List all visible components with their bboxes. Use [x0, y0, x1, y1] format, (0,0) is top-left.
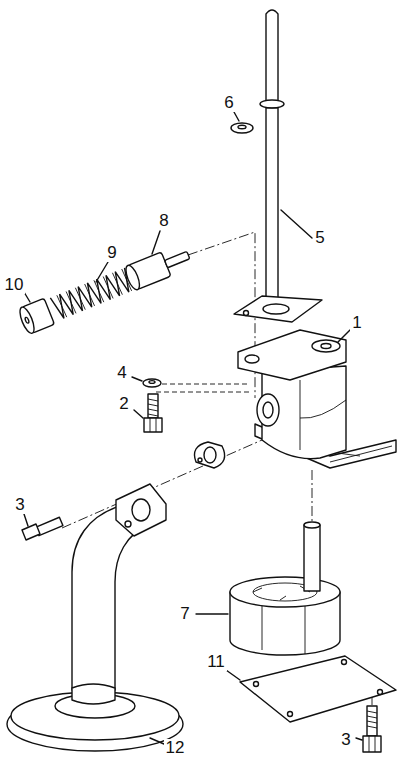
bolt: [363, 706, 381, 752]
callout-number: 2: [117, 395, 130, 414]
washer: [231, 123, 253, 133]
spring-coil: [103, 276, 113, 299]
bolt: [22, 517, 63, 540]
callout-number: 4: [115, 364, 128, 383]
leader-lines: [24, 112, 362, 744]
callout-number: 6: [222, 94, 235, 113]
rotor: [230, 522, 340, 655]
bolt-and-washer: [143, 379, 162, 432]
callout-number: 3: [13, 496, 26, 515]
spring-coil: [94, 280, 104, 303]
gasket: [234, 296, 322, 322]
pump-body: [238, 330, 396, 468]
spring-coil: [66, 291, 76, 314]
spring-coil: [57, 295, 67, 318]
pickup-gasket: [195, 442, 225, 468]
callout-number: 5: [313, 229, 326, 248]
oil-pickup: [7, 484, 183, 751]
spring-coil: [75, 287, 85, 310]
spring-coil: [85, 284, 95, 307]
callout-number: 11: [205, 653, 227, 672]
centre-lines: [62, 232, 372, 705]
callout-number: 10: [3, 276, 26, 295]
callout-number: 9: [105, 244, 118, 263]
callout-number: 3: [339, 731, 352, 750]
callout-number: 12: [164, 739, 187, 758]
callout-number: 8: [157, 212, 170, 231]
callout-number: 7: [178, 605, 191, 624]
callout-number: 1: [350, 314, 363, 333]
spring-coil: [112, 272, 122, 295]
spring-coil: [50, 268, 133, 320]
relief-valve: [17, 242, 193, 335]
drive-rod: [260, 10, 284, 300]
